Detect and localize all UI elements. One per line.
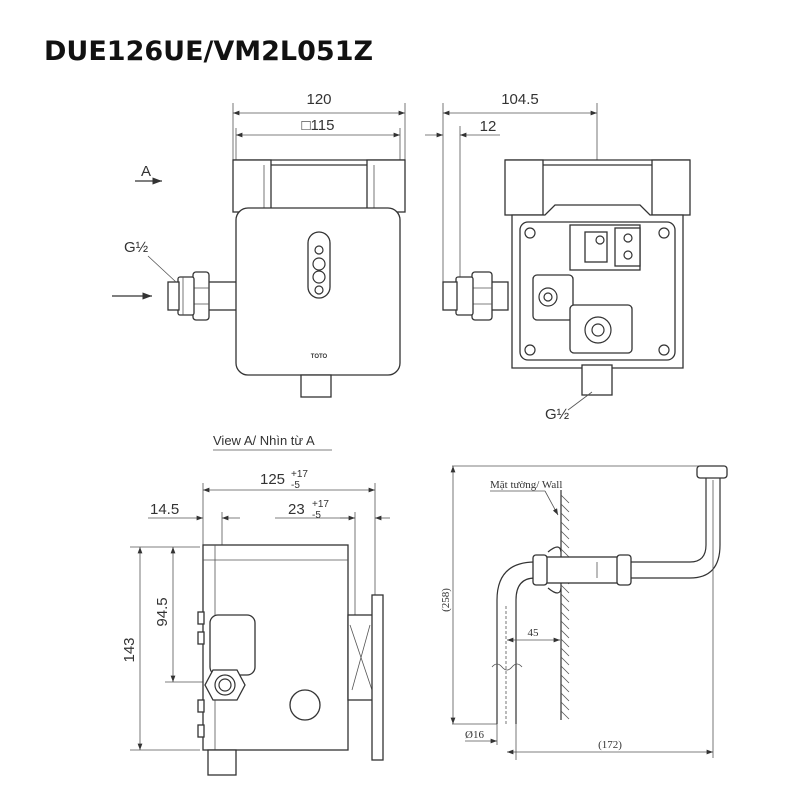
view-a: View A/ Nhìn từ A 125 +17 -5 14.5 23 +17… <box>121 433 390 776</box>
pipe-length-dimension: (172) <box>598 739 622 751</box>
wall-hatch <box>560 683 570 693</box>
tolerance-plus: +17 <box>312 499 329 510</box>
wall-hatch <box>560 503 570 513</box>
wall-hatch <box>560 710 570 720</box>
page-title: DUE126UE/VM2L051Z <box>44 36 374 67</box>
view-a-caption: View A/ Nhìn từ A <box>213 433 315 448</box>
pipe-view: (258) Mặt tường/ Wall 45 Ø16 (172) <box>440 465 728 760</box>
wall-hatch <box>560 584 570 594</box>
view-a-marker: A <box>141 163 151 180</box>
height-dimension: 143 <box>121 637 138 662</box>
wall-hatch <box>560 530 570 540</box>
wall-hatch <box>560 638 570 648</box>
wall-hatch <box>560 548 570 558</box>
pipe-diameter-dimension: Ø16 <box>465 729 484 741</box>
tolerance-minus: -5 <box>312 510 321 521</box>
total-depth-dimension: 125 <box>260 471 285 488</box>
wall-hatch <box>560 665 570 675</box>
wall-hatch <box>560 620 570 630</box>
wall-hatch <box>560 593 570 603</box>
wall-hatch <box>560 521 570 531</box>
wall-hatch <box>560 494 570 504</box>
wall-hatch <box>560 647 570 657</box>
rear-view: 104.5 12 G½ <box>425 91 691 423</box>
wall-hatch <box>560 611 570 621</box>
depth-dimension: 104.5 <box>501 91 539 108</box>
wall-hatch <box>560 692 570 702</box>
width-dimension: 120 <box>306 91 331 108</box>
pipe-nut <box>696 465 728 479</box>
wall-hatch <box>560 512 570 522</box>
pipe-height-dimension: (258) <box>440 588 452 612</box>
tolerance-plus: +17 <box>291 469 308 480</box>
wall-hatch <box>560 602 570 612</box>
wall-label: Mặt tường/ Wall <box>490 479 562 491</box>
wall-hatch <box>560 701 570 711</box>
outlet-thread-label: G½ <box>545 406 570 423</box>
inlet-thread-label: G½ <box>124 239 149 256</box>
tolerance-minus: -5 <box>291 480 300 491</box>
wall-hatch <box>560 674 570 684</box>
left-offset-dimension: 14.5 <box>150 501 179 518</box>
panel-dimension: □115 <box>302 117 335 134</box>
wall-hatch <box>560 656 570 666</box>
wall-sleeve <box>536 556 631 584</box>
right-offset-dimension: 23 <box>288 501 305 518</box>
inlet-height-dimension: 94.5 <box>154 597 171 626</box>
wall-hatch <box>560 629 570 639</box>
wall-offset-dimension: 45 <box>528 627 540 639</box>
front-view: 120 □115 A G½ TOTO <box>112 91 406 398</box>
toto-logo: TOTO <box>311 354 328 360</box>
sensor-window <box>307 231 331 299</box>
offset-dimension: 12 <box>480 118 497 135</box>
wall-hatch <box>560 539 570 549</box>
